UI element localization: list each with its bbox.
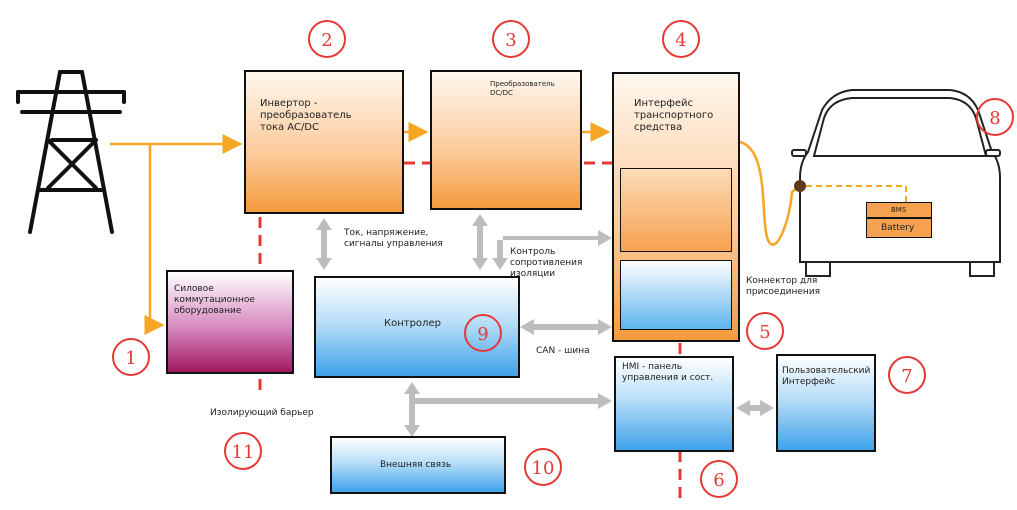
- external-comm-label: Внешняя связь: [380, 460, 452, 470]
- inverter-label: Инвертор - преобразователь тока AC/DC: [260, 98, 352, 133]
- power-lines: [110, 122, 611, 335]
- user-interface-label: Пользовательский Интерфейс: [782, 366, 871, 387]
- charging-cable: [739, 140, 801, 246]
- marker-11: 11: [224, 432, 262, 470]
- vehicle-interface-label: Интерфейс транспортного средства: [634, 98, 714, 133]
- barrier-label: Изолирующий барьер: [210, 408, 314, 418]
- marker-4: 4: [662, 20, 700, 58]
- connector-panel-top: [620, 168, 732, 252]
- inverter-block: Инвертор - преобразователь тока AC/DC: [244, 70, 404, 214]
- connector-panel-bottom: [620, 260, 732, 330]
- marker-1: 1: [112, 338, 150, 376]
- dcdc-label: Преобразователь DC/DC: [490, 80, 555, 97]
- power-tower-icon: [16, 70, 126, 234]
- marker-2: 2: [308, 20, 346, 58]
- signals-label: Ток, напряжение, сигналы управления: [344, 228, 443, 249]
- user-interface-block: Пользовательский Интерфейс: [776, 354, 876, 452]
- controller-label: Контролер: [384, 318, 441, 329]
- external-comm-block: Внешняя связь: [330, 436, 506, 494]
- switchgear-block: Силовое коммутационное оборудование: [166, 270, 294, 374]
- dcdc-block: Преобразователь DC/DC: [430, 70, 582, 210]
- electric-car-icon: [791, 89, 1001, 277]
- connector-label: Коннектор для присоединения: [746, 276, 821, 297]
- battery-label: Battery: [881, 223, 915, 233]
- marker-10: 10: [524, 448, 562, 486]
- marker-6: 6: [700, 460, 738, 498]
- marker-8: 8: [976, 98, 1014, 136]
- switchgear-label: Силовое коммутационное оборудование: [174, 284, 255, 316]
- can-bus-label: CAN - шина: [536, 346, 590, 356]
- hmi-block: HMI - панель управления и сост.: [614, 356, 734, 452]
- hmi-label: HMI - панель управления и сост.: [622, 362, 714, 383]
- bms-box: BMS: [866, 202, 932, 218]
- marker-5: 5: [746, 312, 784, 350]
- marker-9: 9: [464, 314, 502, 352]
- marker-3: 3: [492, 20, 530, 58]
- marker-7: 7: [888, 356, 926, 394]
- signal-arrows: [316, 214, 774, 437]
- vehicle-interface-block: Интерфейс транспортного средства: [612, 72, 740, 342]
- charge-port-icon: [794, 180, 806, 192]
- battery-box: Battery: [866, 218, 932, 238]
- bms-label: BMS: [891, 206, 907, 214]
- insulation-label: Контроль сопротивления изоляции: [510, 247, 583, 279]
